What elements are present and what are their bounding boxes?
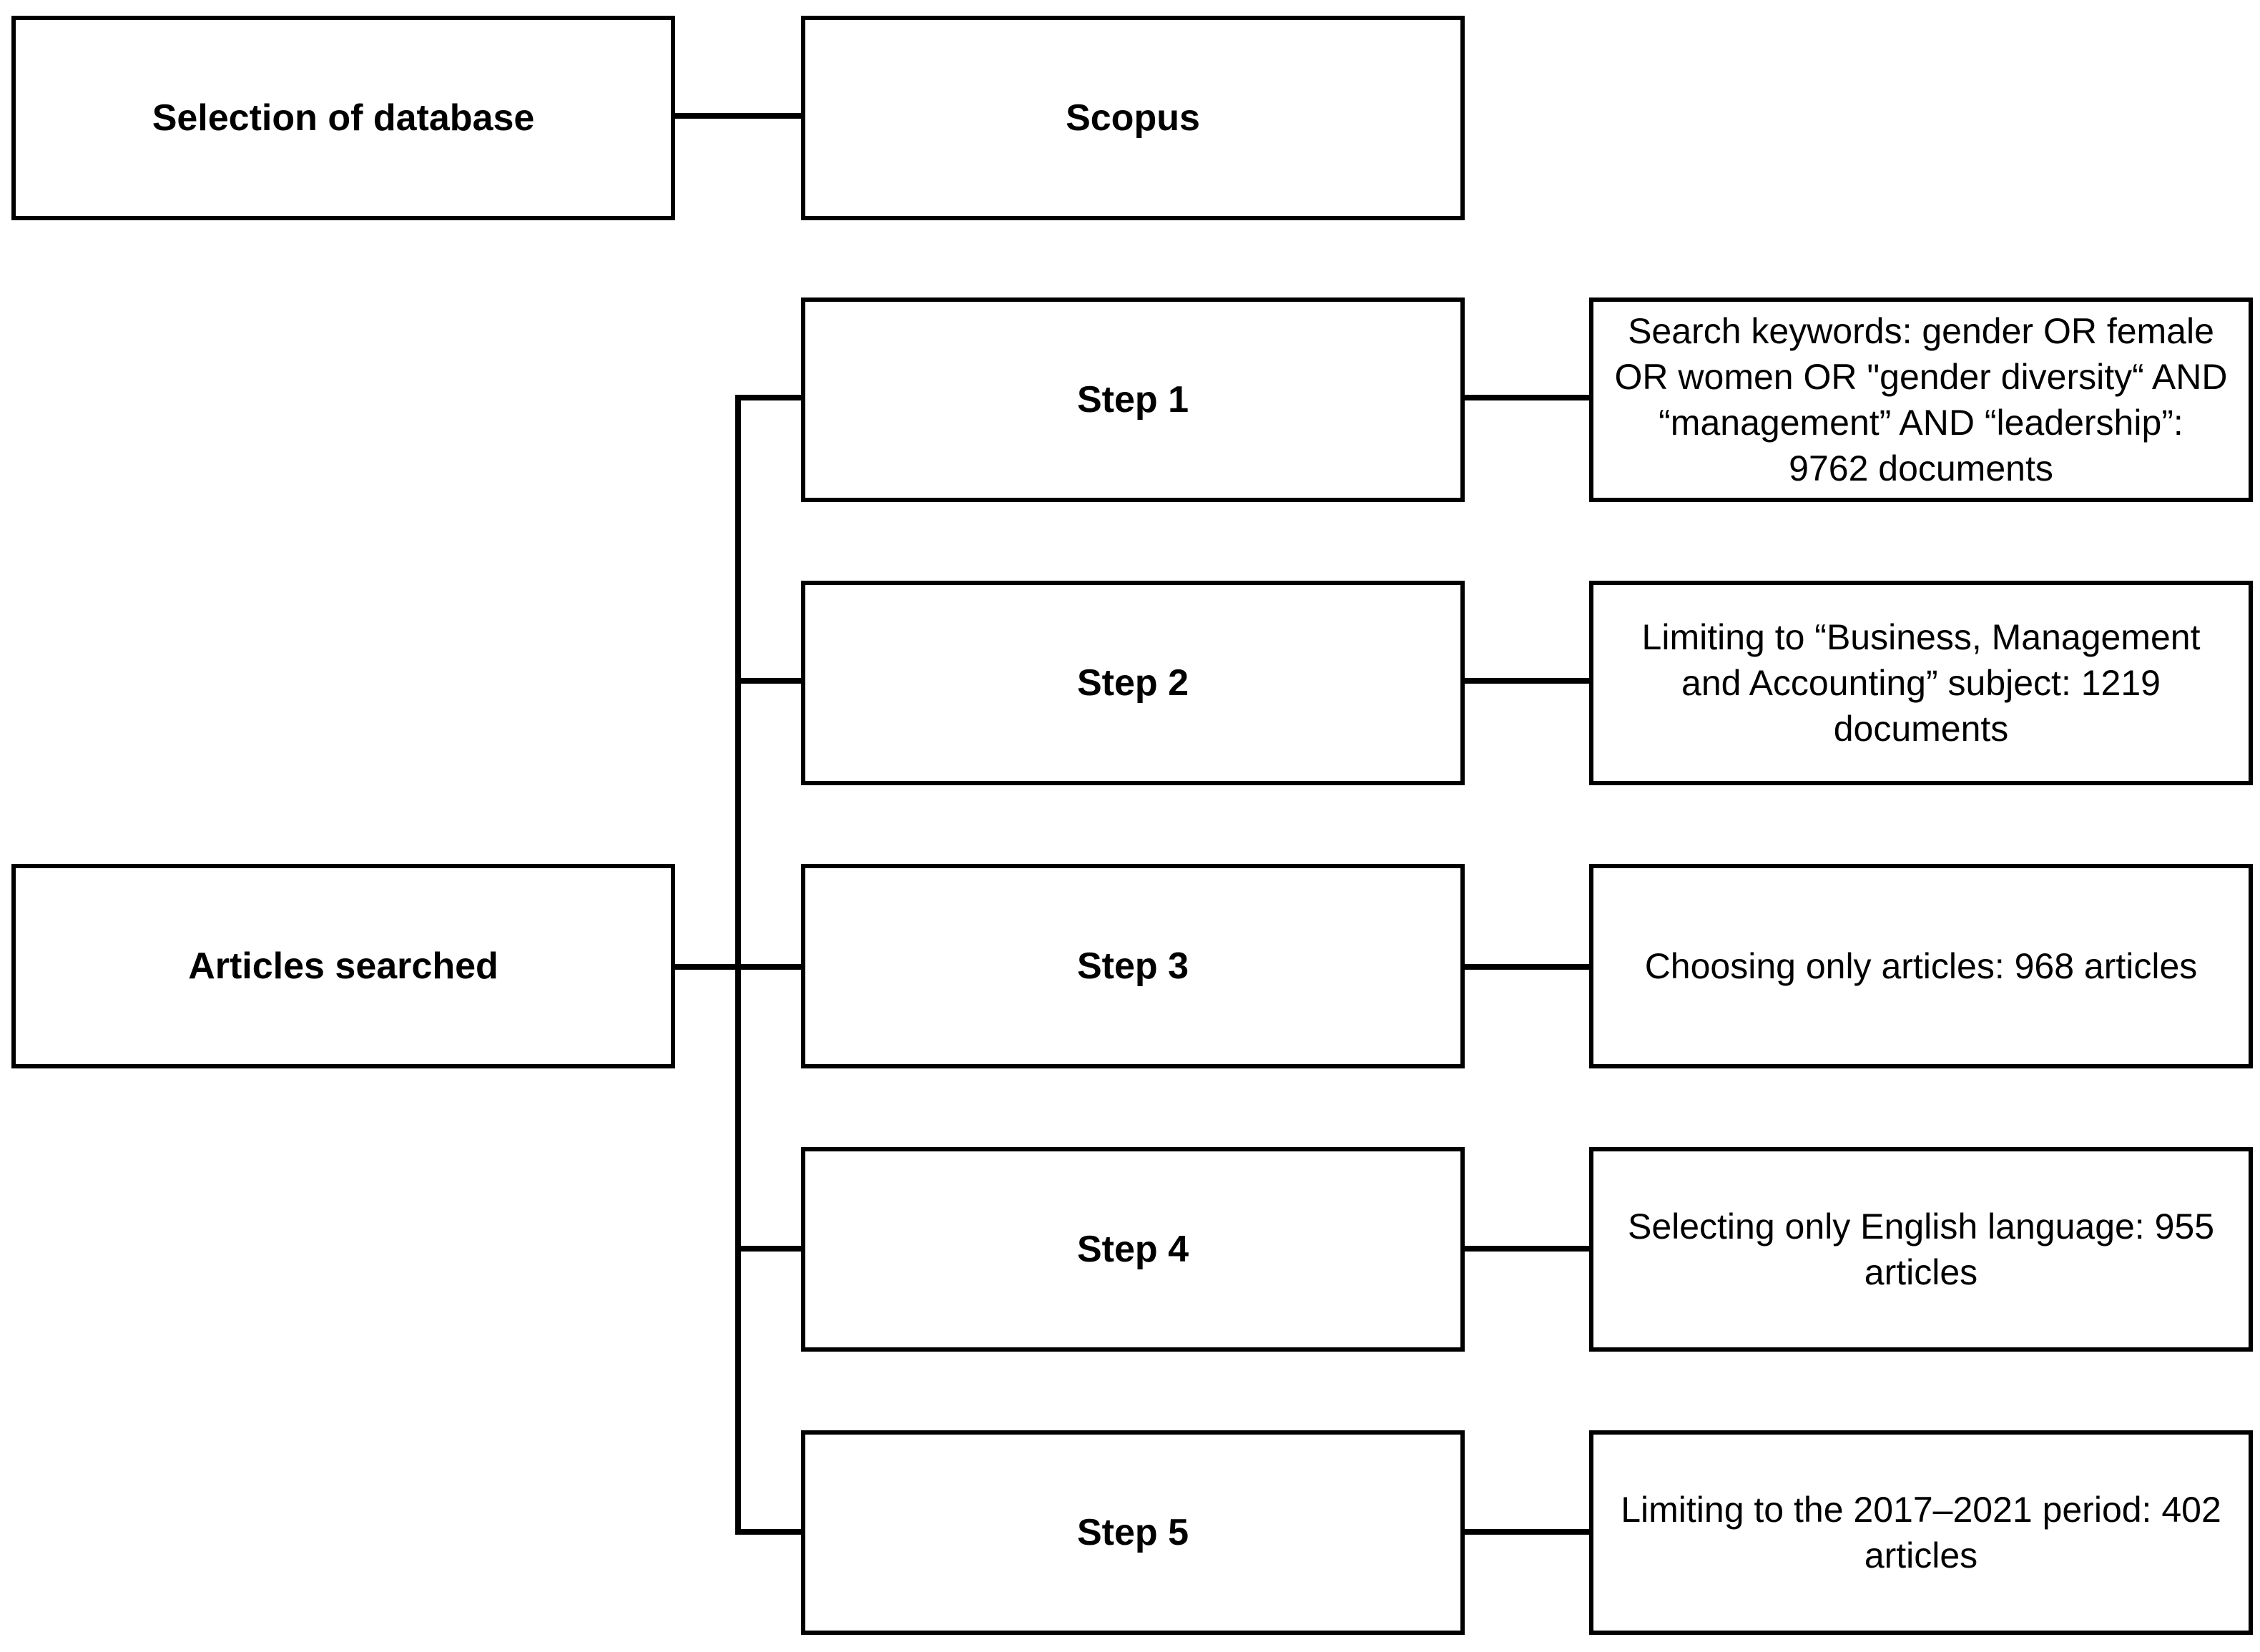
step-description-box: Selecting only English language: 955 art… — [1589, 1147, 2253, 1352]
step-description-box: Choosing only articles: 968 articles — [1589, 864, 2253, 1068]
step-description: Selecting only English language: 955 art… — [1627, 1206, 2215, 1292]
step-description: Search keywords: gender OR female OR wom… — [1614, 311, 2228, 488]
connector-articles-trunk — [672, 964, 741, 970]
articles-searched-box: Articles searched — [11, 864, 675, 1068]
step-description-box: Search keywords: gender OR female OR wom… — [1589, 298, 2253, 502]
step-description: Limiting to “Business, Management and Ac… — [1641, 617, 2201, 749]
step-label: Step 2 — [1076, 662, 1189, 704]
scopus-box: Scopus — [801, 16, 1465, 220]
step-box: Step 2 — [801, 581, 1465, 785]
connector-trunk-step4 — [735, 1246, 804, 1252]
step-box: Step 1 — [801, 298, 1465, 502]
connector-database-scopus — [672, 113, 804, 119]
step-box: Step 3 — [801, 864, 1465, 1068]
step-label: Step 5 — [1076, 1511, 1189, 1553]
step-label: Step 4 — [1076, 1228, 1189, 1270]
articles-searched-label: Articles searched — [188, 945, 498, 987]
connector-step5-description — [1459, 1529, 1592, 1535]
step-label: Step 3 — [1076, 945, 1189, 987]
scopus-label: Scopus — [1066, 97, 1200, 139]
step-box: Step 5 — [801, 1430, 1465, 1635]
connector-step2-description — [1459, 678, 1592, 684]
connector-trunk-step2 — [735, 678, 804, 684]
connector-step1-description — [1459, 395, 1592, 400]
step-description-box: Limiting to the 2017–2021 period: 402 ar… — [1589, 1430, 2253, 1635]
step-description-box: Limiting to “Business, Management and Ac… — [1589, 581, 2253, 785]
connector-trunk-step1 — [735, 395, 804, 400]
step-box: Step 4 — [801, 1147, 1465, 1352]
selection-of-database-label: Selection of database — [152, 97, 535, 139]
connector-trunk-step5 — [735, 1529, 804, 1535]
step-description: Limiting to the 2017–2021 period: 402 ar… — [1621, 1490, 2221, 1575]
connector-step3-description — [1459, 964, 1592, 970]
connector-trunk-step3 — [735, 964, 804, 970]
connector-step4-description — [1459, 1246, 1592, 1252]
step-description: Choosing only articles: 968 articles — [1644, 946, 2198, 986]
selection-of-database-box: Selection of database — [11, 16, 675, 220]
step-label: Step 1 — [1076, 378, 1189, 421]
